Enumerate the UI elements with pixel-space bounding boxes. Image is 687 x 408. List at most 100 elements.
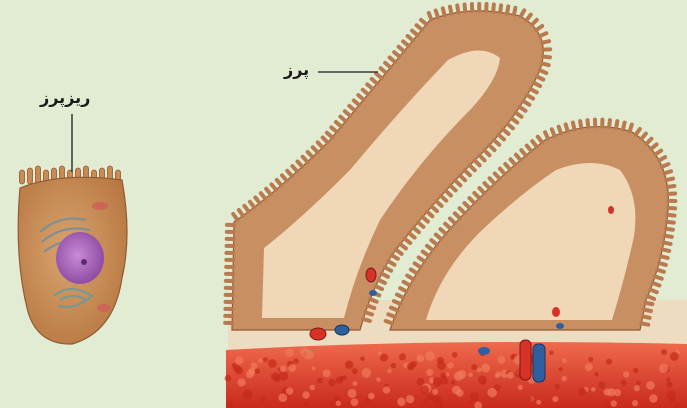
villus-projection <box>648 296 654 299</box>
muscle-cell <box>399 353 406 360</box>
muscle-cell <box>649 394 657 402</box>
muscle-cell <box>352 368 358 374</box>
villus-projection <box>415 263 421 267</box>
muscle-cell <box>235 356 243 364</box>
villus-projection <box>623 123 625 130</box>
villus-projection <box>443 8 445 15</box>
villus-projection <box>657 270 664 272</box>
villus-projection <box>641 323 648 324</box>
villus-projection <box>392 255 398 259</box>
villus-projection <box>644 310 651 311</box>
muscle-cell <box>487 388 496 397</box>
villus-projection <box>457 5 458 12</box>
villus-projection <box>668 215 675 216</box>
muscle-cell <box>360 356 365 361</box>
muscle-cell <box>421 386 430 395</box>
villus-projection <box>545 132 548 138</box>
muscle-cell <box>268 359 277 368</box>
villus-projection <box>386 321 393 323</box>
villus-projection <box>349 106 354 110</box>
villus-projection <box>531 89 537 92</box>
villus-projection <box>664 171 671 173</box>
villus-projection <box>250 202 254 208</box>
villus-projection <box>418 222 423 226</box>
muscle-cell <box>293 358 299 364</box>
vein-section <box>369 290 377 296</box>
villus-projection <box>667 222 674 223</box>
villus-projection <box>367 84 372 88</box>
muscle-cell <box>376 377 380 381</box>
muscle-cell <box>468 401 473 406</box>
villus-projection <box>365 312 372 314</box>
villus-projection <box>494 140 499 145</box>
muscle-cell <box>311 366 315 370</box>
villus-projection <box>573 123 575 130</box>
villus-projection <box>651 144 656 148</box>
villus-projection <box>455 213 460 218</box>
villus-projection <box>540 33 546 36</box>
villus-projection <box>641 134 646 139</box>
villus-projection <box>661 256 668 258</box>
muscle-cell <box>674 402 680 408</box>
muscle-cell <box>477 367 482 372</box>
villus-projection <box>327 133 332 137</box>
muscle-cell <box>429 380 433 384</box>
villus-projection <box>436 10 438 17</box>
villus-projection <box>432 206 437 211</box>
villus-projection <box>363 90 368 94</box>
villus-projection <box>423 252 429 256</box>
villus-projection <box>354 101 359 105</box>
epithelial-cell <box>18 166 127 344</box>
vein-section <box>478 347 490 355</box>
muscle-cell <box>527 397 532 402</box>
villus-projection <box>266 189 270 194</box>
villus-projection <box>521 10 525 16</box>
villus-projection <box>465 170 470 175</box>
muscle-cell <box>300 348 309 357</box>
cell-nucleus <box>56 232 104 284</box>
muscle-cell <box>243 390 253 400</box>
muscle-cell <box>323 369 331 377</box>
villus-projection <box>505 164 510 169</box>
villus-projection <box>414 228 419 232</box>
villus-projection <box>261 193 265 198</box>
muscle-cell <box>345 361 353 369</box>
villus-projection <box>436 235 441 239</box>
artery-section <box>366 268 376 282</box>
muscle-cell <box>470 392 479 401</box>
villus-projection <box>489 145 494 150</box>
muscle-cell <box>336 401 341 406</box>
muscle-cell <box>456 389 463 396</box>
villus-projection <box>405 239 410 243</box>
villus-projection <box>450 7 451 14</box>
muscle-cell <box>591 387 596 392</box>
villus-projection <box>396 250 402 254</box>
villus-projection <box>650 290 657 293</box>
muscle-cell <box>552 396 558 402</box>
villus-projection <box>490 178 495 183</box>
villus-projection <box>664 243 671 244</box>
villus-projection <box>540 70 546 73</box>
villus-projection <box>655 277 662 279</box>
muscle-cell <box>452 352 458 358</box>
villus-projection <box>397 295 403 298</box>
villus-projection <box>667 186 674 187</box>
villus-projection <box>662 249 669 250</box>
muscle-cell <box>606 359 612 365</box>
mitochondrion <box>97 304 111 312</box>
villus-projection <box>609 120 610 127</box>
muscle-cell <box>607 388 615 396</box>
muscle-cell <box>621 380 627 386</box>
villus-projection <box>527 15 531 21</box>
muscle-cell <box>387 369 391 373</box>
villus-projection <box>465 5 466 12</box>
villus-projection <box>479 188 484 193</box>
villus-projection <box>520 107 526 111</box>
villus-projection <box>436 201 441 206</box>
muscle-cell <box>634 385 640 391</box>
villus-projection <box>239 210 243 216</box>
villus-projection <box>543 57 550 58</box>
muscle-cell <box>661 349 667 355</box>
artery-section <box>310 328 326 340</box>
